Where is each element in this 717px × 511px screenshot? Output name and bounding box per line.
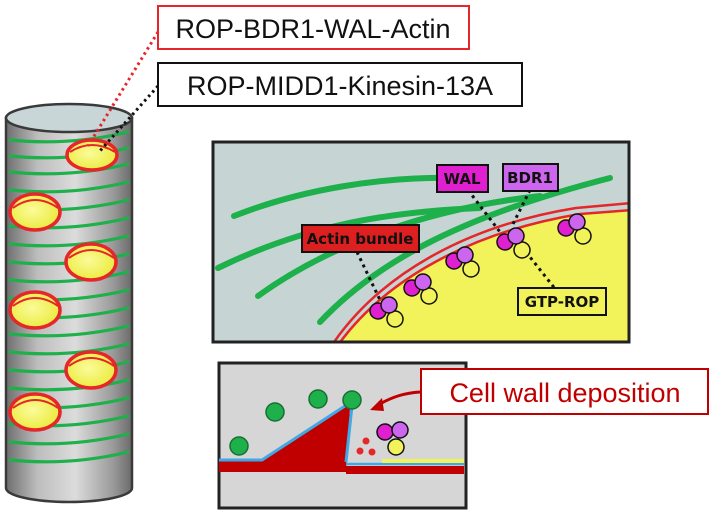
vesicles (229, 389, 362, 456)
svg-text:WAL: WAL (443, 170, 480, 188)
domain-spot (8, 392, 62, 432)
domain-spot (64, 242, 118, 282)
protein-cluster (557, 213, 592, 245)
deposition-arrow-icon (370, 390, 421, 411)
leader-line-red (86, 31, 160, 147)
zoom-panel-membrane: Actin bundle WAL BDR1 GTP-ROP (211, 140, 631, 344)
svg-text:BDR1: BDR1 (507, 169, 553, 187)
tag-actin-bundle: Actin bundle (301, 224, 420, 253)
domain-spot (65, 138, 119, 172)
domain-spot (8, 290, 62, 330)
svg-text:Cell wall deposition: Cell wall deposition (449, 378, 680, 408)
membrane-domains (8, 138, 119, 432)
protein-cluster (369, 296, 404, 328)
rop-wal-bdr1-clusters (369, 213, 592, 328)
domain-spot (8, 192, 62, 232)
tag-bdr1: BDR1 (502, 163, 559, 192)
protein-cluster (376, 421, 409, 456)
svg-text:Actin bundle: Actin bundle (307, 230, 414, 248)
protein-cluster (496, 227, 531, 259)
panel-leaders (355, 189, 558, 301)
label-actin-complex: ROP-BDR1-WAL-Actin (157, 5, 470, 50)
label-kinesin-complex: ROP-MIDD1-Kinesin-13A (157, 62, 523, 107)
wall-material-particles (356, 437, 376, 456)
leader-line-black (97, 85, 160, 153)
label-cell-wall-deposition: Cell wall deposition (420, 368, 709, 415)
cell-cylinder (4, 102, 134, 504)
protein-cluster (445, 246, 480, 278)
svg-text:ROP-MIDD1-Kinesin-13A: ROP-MIDD1-Kinesin-13A (187, 71, 493, 101)
protein-cluster (403, 273, 438, 305)
cell-wall-thickening (219, 406, 350, 472)
svg-text:ROP-BDR1-WAL-Actin: ROP-BDR1-WAL-Actin (175, 14, 450, 44)
svg-text:GTP-ROP: GTP-ROP (525, 293, 600, 311)
tag-wal: WAL (436, 164, 489, 193)
domain-spot (64, 350, 118, 390)
tag-gtp-rop: GTP-ROP (517, 287, 607, 316)
